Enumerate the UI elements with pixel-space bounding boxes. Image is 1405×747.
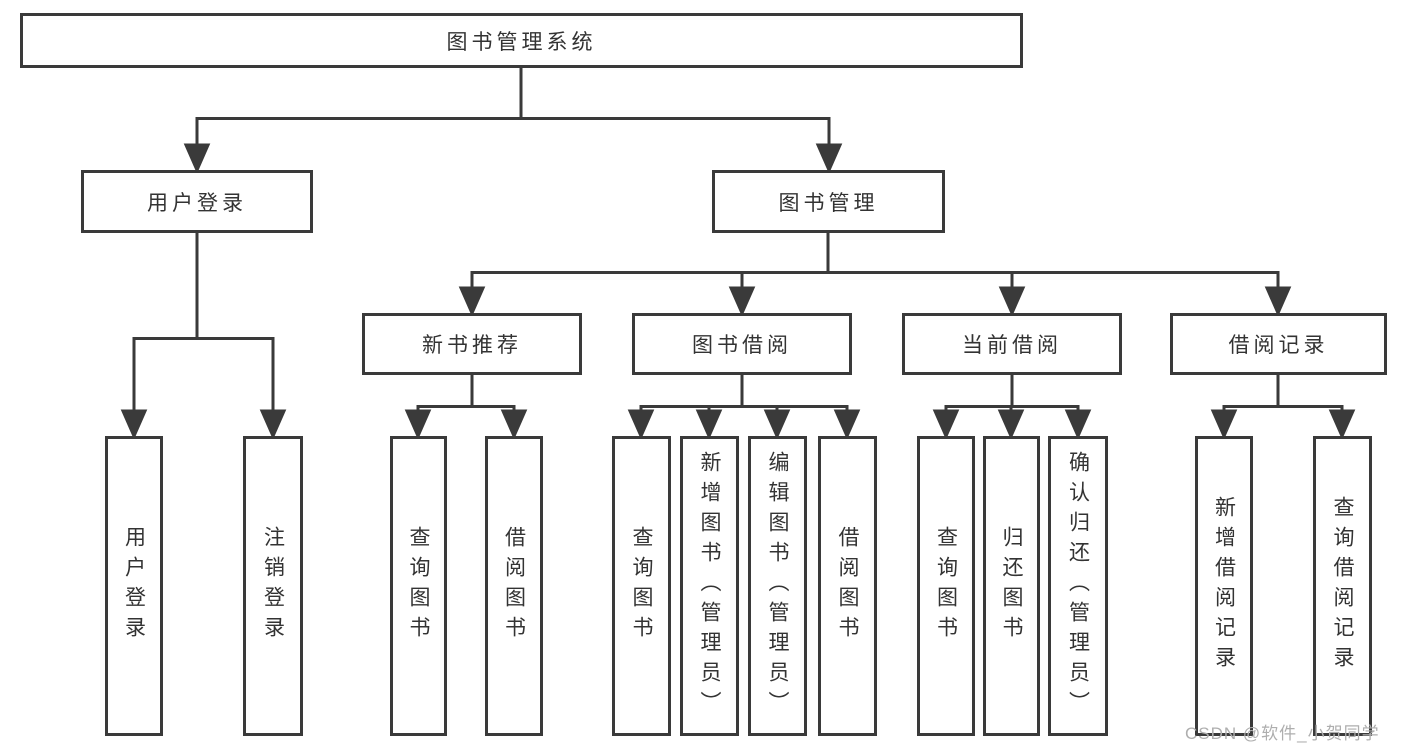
node-root: 图书管理系统 — [20, 13, 1023, 68]
arrowhead — [627, 409, 655, 440]
node-current-borrow: 当前借阅 — [902, 313, 1122, 375]
leaf-borrow-books-2: 借阅图书 — [818, 436, 877, 736]
leaf-logout-login: 注销登录 — [243, 436, 303, 736]
leaf-edit-book-admin: 编辑图书（管理员） — [748, 436, 807, 736]
arrowhead — [183, 143, 211, 174]
arrowhead — [1264, 286, 1292, 317]
leaf-return-book: 归还图书 — [983, 436, 1040, 736]
node-user-login: 用户登录 — [81, 170, 313, 233]
arrowhead — [120, 409, 148, 440]
arrowhead — [833, 409, 861, 440]
leaf-add-book-admin: 新增图书（管理员） — [680, 436, 739, 736]
node-book-borrow: 图书借阅 — [632, 313, 852, 375]
watermark: CSDN @软件_小贺同学 — [1185, 724, 1380, 743]
arrowhead — [1064, 409, 1092, 440]
connector-group — [120, 68, 1356, 440]
leaf-query-books-2: 查询图书 — [612, 436, 671, 736]
arrowhead — [728, 286, 756, 317]
arrowhead — [695, 409, 723, 440]
leaf-user-login: 用户登录 — [105, 436, 163, 736]
leaf-query-books-3: 查询图书 — [917, 436, 975, 736]
leaf-borrow-books-1: 借阅图书 — [485, 436, 543, 736]
arrowhead — [404, 409, 432, 440]
arrowhead — [1328, 409, 1356, 440]
leaf-confirm-return-admin: 确认归还（管理员） — [1048, 436, 1108, 736]
node-book-management: 图书管理 — [712, 170, 945, 233]
arrowhead — [259, 409, 287, 440]
node-borrow-records: 借阅记录 — [1170, 313, 1387, 375]
arrowhead — [998, 286, 1026, 317]
arrowhead — [815, 143, 843, 174]
arrowhead — [458, 286, 486, 317]
arrowhead — [763, 409, 791, 440]
leaf-query-borrow-record: 查询借阅记录 — [1313, 436, 1372, 736]
leaf-query-books-1: 查询图书 — [390, 436, 447, 736]
arrowhead — [997, 409, 1025, 440]
arrowhead — [1210, 409, 1238, 440]
arrowhead — [932, 409, 960, 440]
node-new-book-recommend: 新书推荐 — [362, 313, 582, 375]
arrowhead — [500, 409, 528, 440]
leaf-add-borrow-record: 新增借阅记录 — [1195, 436, 1253, 736]
